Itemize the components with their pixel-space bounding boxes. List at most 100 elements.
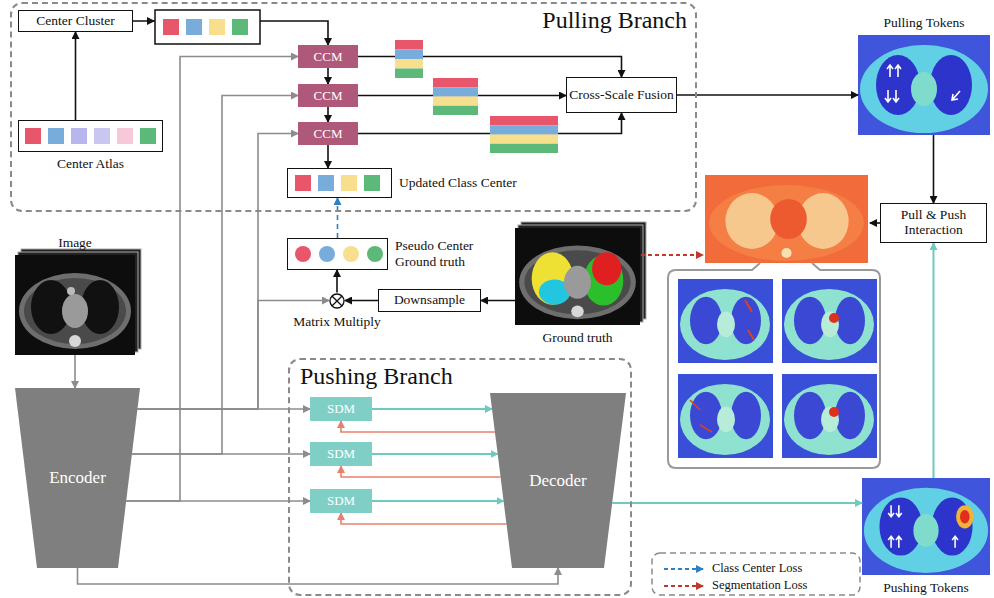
drawing-part [319, 246, 335, 262]
drawing-part [829, 407, 839, 417]
drawing-part [678, 279, 773, 363]
matrix-multiply-symbol: Matrix Multiply [329, 293, 345, 309]
node-label: CCM [314, 88, 343, 104]
node-label: Downsample [394, 293, 465, 308]
zoom-panel [668, 263, 880, 468]
multiply-cross [332, 296, 342, 306]
drawing-part [433, 106, 478, 115]
connector [132, 453, 310, 455]
drawing-part [515, 228, 640, 325]
drawing-part [782, 374, 877, 458]
drawing-part [155, 10, 260, 44]
connector [345, 300, 378, 302]
node-label: Decoder [529, 471, 587, 491]
drawing-part [433, 87, 478, 96]
pseudo-center-box: Pseudo Center Ground truth [287, 238, 388, 270]
drawing-part [395, 50, 423, 60]
drawing-part [232, 19, 248, 35]
connector [933, 243, 935, 478]
node-label: SDM [327, 401, 355, 417]
pulling-tokens-image: Pulling Tokens [858, 35, 990, 135]
legend-label: Segmentation Loss [712, 578, 807, 593]
node-label: Pull & Push Interaction [881, 208, 986, 238]
node-label: SDM [327, 493, 355, 509]
drawing-part [147, 17, 155, 25]
drawing-part [117, 128, 133, 144]
drawing-part [343, 246, 359, 262]
connector [341, 513, 507, 524]
node-label: CCM [314, 49, 343, 65]
drawing-part [690, 400, 712, 432]
drawing-part [140, 128, 156, 144]
connector [358, 113, 622, 134]
drawing-part [367, 246, 383, 262]
node-label: Ground truth [542, 330, 612, 346]
drawing-part [490, 135, 558, 144]
node-label: Center Atlas [57, 156, 124, 172]
legend-label: Class Center Loss [712, 561, 802, 576]
node-label: Cross-Scale Fusion [569, 88, 674, 103]
pseudo-center-circles [295, 246, 383, 262]
pushing-branch-region: Pushing BranchSDMSDMSDMDecoder [288, 358, 632, 596]
legend-frame [652, 553, 860, 595]
connector [327, 68, 329, 84]
connector [327, 145, 329, 168]
connector [612, 502, 862, 504]
drawing-part [395, 40, 423, 50]
drawing-part [490, 125, 558, 134]
connector [358, 57, 622, 78]
input-image: Image [15, 255, 135, 355]
connector [132, 96, 298, 455]
node-label: SDM [327, 446, 355, 462]
connector [933, 135, 935, 203]
connector [341, 421, 495, 432]
node-label: Image [58, 235, 92, 251]
ccm-box: CCM [298, 45, 358, 68]
connector [372, 500, 504, 502]
updated-center-squares [295, 175, 380, 191]
node-label: Center Cluster [36, 14, 114, 29]
connector [341, 466, 501, 477]
connector [126, 500, 310, 502]
ground-truth-image: Ground truth [515, 228, 640, 325]
pushing-tokens-image: Pushing Tokens [862, 478, 990, 575]
drawing-part [163, 19, 179, 35]
connector [74, 355, 76, 388]
decoder-trapezoid: Decoder [490, 393, 626, 568]
connector [78, 568, 559, 584]
connector [126, 57, 298, 502]
trapezoid-shape [490, 393, 626, 568]
drawing-part [15, 255, 135, 355]
drawing-part [25, 128, 41, 144]
drawing-part [295, 175, 311, 191]
feature-stack-small [395, 40, 423, 78]
pulling-heatmap [858, 35, 990, 135]
drawing-part [433, 78, 478, 87]
ccm-box: CCM [298, 122, 358, 145]
interaction-box: Pull & Push Interaction [880, 203, 987, 243]
encoder-trapezoid: Encoder [15, 388, 140, 568]
drawing-part [829, 313, 839, 323]
drawing-part [664, 568, 703, 570]
connector [137, 134, 298, 410]
node-label: CCM [314, 126, 343, 142]
drawing-part [94, 128, 110, 144]
drawing-part [652, 553, 860, 595]
connector [337, 198, 339, 238]
connector [677, 94, 858, 96]
cluster-output-squares [147, 10, 260, 44]
drawing-part [186, 19, 202, 35]
sdm-box: SDM [310, 489, 372, 513]
drawing-part [295, 246, 311, 262]
drawing-part [364, 175, 380, 191]
node-label: Pseudo Center Ground truth [395, 238, 495, 269]
node-label: Updated Class Center [399, 175, 517, 191]
input-image-stack [15, 249, 141, 355]
cluster-box: Center Cluster [18, 10, 133, 32]
branch-title: Pulling Branch [542, 7, 687, 34]
feature-stack-medium [433, 78, 478, 115]
class-center-box: Updated Class Center [287, 168, 392, 198]
